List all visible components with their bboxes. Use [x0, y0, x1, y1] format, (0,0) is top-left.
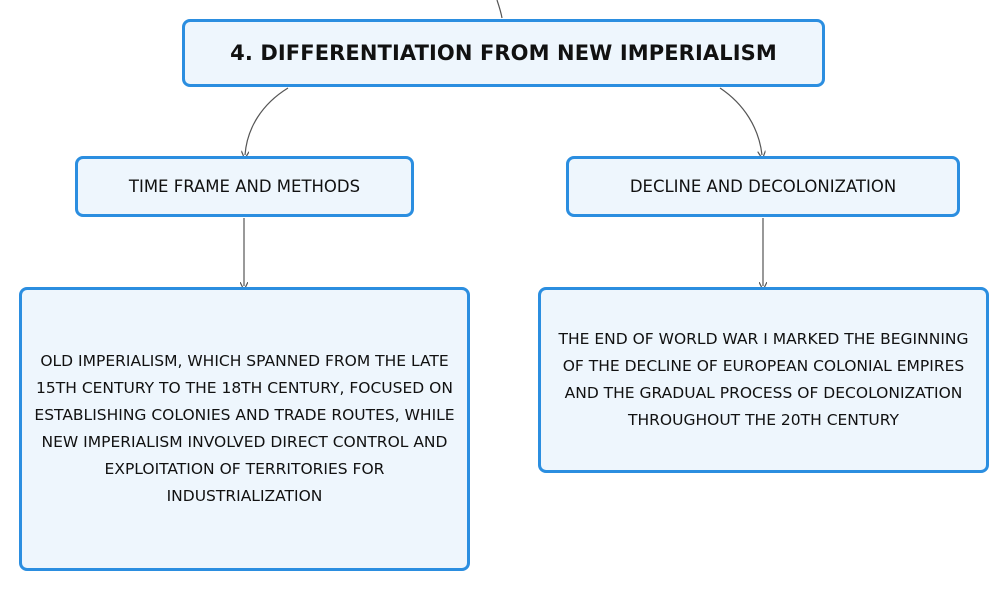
- branch-node-decline-label: DECLINE AND DECOLONIZATION: [629, 177, 897, 196]
- branch-node-time-frame[interactable]: TIME FRAME AND METHODS: [75, 156, 414, 217]
- connector-root-to-time-frame: [245, 87, 289, 155]
- detail-node-decline-text: THE END OF WORLD WAR I MARKED THE BEGINN…: [558, 330, 969, 429]
- root-node[interactable]: 4. DIFFERENTIATION FROM NEW IMPERIALISM: [182, 19, 825, 87]
- detail-node-time-frame-text: OLD IMPERIALISM, WHICH SPANNED FROM THE …: [34, 352, 455, 505]
- detail-node-time-frame[interactable]: OLD IMPERIALISM, WHICH SPANNED FROM THE …: [19, 287, 470, 571]
- branch-node-time-frame-label: TIME FRAME AND METHODS: [128, 177, 361, 196]
- root-node-title: 4. DIFFERENTIATION FROM NEW IMPERIALISM: [230, 41, 777, 65]
- branch-node-decline[interactable]: DECLINE AND DECOLONIZATION: [566, 156, 960, 217]
- incoming-connector: [496, 0, 503, 19]
- connector-root-to-decline: [719, 87, 762, 155]
- detail-node-decline[interactable]: THE END OF WORLD WAR I MARKED THE BEGINN…: [538, 287, 989, 473]
